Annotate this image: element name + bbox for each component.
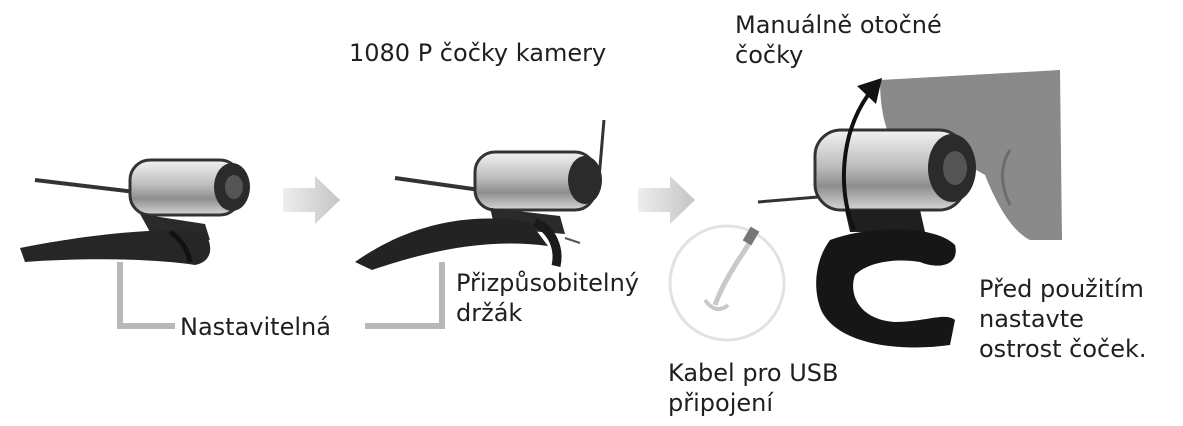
- label-adjustable: Nastavitelná: [180, 312, 331, 342]
- label-focus-note: Před použitím nastavte ostrost čoček.: [979, 274, 1147, 364]
- label-1080p-lens: 1080 P čočky kamery: [349, 38, 606, 68]
- label-usb-cable: Kabel pro USB připojení: [668, 358, 838, 418]
- label-adaptable-holder: Přizpůsobitelný držák: [456, 268, 639, 328]
- label-manual-rotating-lens: Manuálně otočné čočky: [735, 10, 942, 70]
- step-arrow-icon: [638, 176, 695, 224]
- usb-cable-icon: [670, 226, 784, 340]
- webcam-illustration-3: [758, 130, 976, 347]
- webcam-illustration-2: [355, 120, 604, 270]
- step-arrow-icon: [283, 176, 340, 224]
- webcam-illustration-1: [20, 160, 250, 265]
